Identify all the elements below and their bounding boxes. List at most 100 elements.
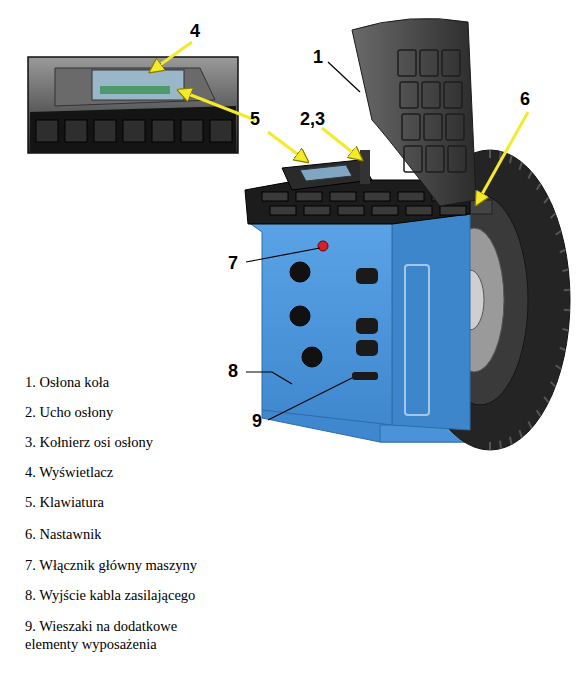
tray-cell: [364, 192, 390, 201]
accessory-hanger: [352, 372, 378, 380]
callout-number: 1: [313, 46, 373, 69]
tread-mark: [562, 329, 568, 331]
guard-rib: [442, 50, 460, 76]
tray-cell: [406, 206, 432, 215]
tread-mark: [489, 150, 491, 158]
display-console: [282, 160, 372, 190]
callout-number: 6: [520, 88, 580, 111]
callout-number: 4: [190, 20, 250, 43]
tread-mark: [560, 348, 566, 351]
cone-hanger: [290, 306, 310, 326]
tread-mark: [528, 172, 531, 179]
callout-number: 8: [228, 360, 288, 383]
tread-mark: [544, 397, 548, 402]
cone-hanger: [302, 347, 322, 367]
weight-hanger: [356, 340, 378, 356]
tray-cell: [372, 206, 398, 215]
weight-hanger: [356, 268, 378, 284]
inset-tray-cell: [152, 120, 174, 142]
callout-number: 9: [252, 410, 312, 433]
inset-tray-cell: [36, 120, 58, 142]
guard-rib: [420, 50, 438, 76]
display-screen: [300, 165, 352, 181]
cabinet-front: [248, 222, 392, 425]
part-list-item: 6. Nastawnik: [25, 525, 230, 543]
leader-line: [268, 378, 352, 420]
tread-mark: [537, 410, 541, 416]
yellow-arrow: [476, 112, 528, 205]
part-list-item: 5. Klawiatura: [25, 493, 230, 511]
tray-cell: [270, 206, 296, 215]
part-list-item: 1. Osłona koła: [25, 373, 230, 391]
tread-mark: [510, 437, 512, 445]
tread-mark: [537, 184, 541, 190]
tread-mark: [564, 289, 570, 292]
part-list-item: 2. Ucho osłony: [25, 403, 230, 421]
guard-rib: [426, 146, 444, 172]
inset-tray-cell: [123, 120, 145, 142]
tread-mark: [562, 269, 568, 271]
inset-tray-cell: [181, 120, 203, 142]
cabinet-side: [392, 212, 470, 430]
guard-rib: [404, 146, 422, 172]
yellow-arrow: [268, 132, 308, 162]
inset-tray-grid: [36, 120, 232, 142]
inset-tray: [30, 106, 236, 152]
part-list-item: 9. Wieszaki na dodatkowe elementy wyposa…: [25, 617, 230, 653]
tread-mark: [544, 198, 548, 203]
tread-mark: [560, 250, 566, 253]
guard-rib: [400, 82, 418, 108]
wheel-guard: [352, 18, 476, 206]
tray-cell: [262, 192, 288, 201]
leader-line: [328, 62, 360, 92]
tray-cell: [304, 206, 330, 215]
inset-tray-cell: [94, 120, 116, 142]
tray-cell: [338, 206, 364, 215]
tray-cell: [398, 192, 424, 201]
yellow-arrow: [150, 42, 192, 72]
guard-rib: [424, 114, 442, 140]
tray-cell: [330, 192, 356, 201]
inset-tray-cell: [210, 120, 232, 142]
tray-cell: [440, 206, 466, 215]
brand-panel: [405, 265, 429, 415]
tread-mark: [528, 421, 531, 428]
inset-keypad: [100, 86, 170, 94]
tread-mark: [556, 231, 561, 235]
leader-line: [246, 248, 320, 262]
guard-rib: [444, 82, 462, 108]
weight-hanger: [356, 318, 378, 334]
tread-mark: [510, 156, 512, 164]
tread-mark: [499, 441, 502, 449]
leader-line: [246, 372, 292, 384]
yellow-arrow: [178, 90, 255, 120]
yellow-arrow: [322, 128, 362, 160]
guard-rib: [448, 146, 466, 172]
part-list-item: 3. Kołnierz osi osłony: [25, 433, 230, 451]
callout-number: 2,3: [300, 108, 360, 131]
tread-mark: [564, 309, 570, 312]
callout-number: 7: [228, 252, 288, 275]
tread-mark: [489, 442, 491, 450]
guard-arm: [360, 150, 370, 184]
main-switch: [318, 241, 328, 251]
inset-display: [92, 70, 184, 100]
tread-mark: [556, 365, 561, 369]
tread-mark: [519, 162, 521, 169]
guard-rib: [446, 114, 464, 140]
guard-rib: [398, 50, 416, 76]
guard-rib: [422, 82, 440, 108]
tread-mark: [550, 213, 555, 218]
inset-console: [55, 68, 215, 106]
tray-cell: [296, 192, 322, 201]
part-list-item: 4. Wyświetlacz: [25, 463, 230, 481]
guard-rib: [402, 114, 420, 140]
tread-mark: [519, 430, 521, 437]
inset-tray-cell: [65, 120, 87, 142]
part-list-item: 8. Wyjście kabla zasilającego: [25, 586, 230, 604]
part-list-item: 7. Włącznik główny maszyny: [25, 556, 230, 574]
guard-ribs: [398, 50, 466, 172]
cone-hanger: [290, 262, 310, 282]
